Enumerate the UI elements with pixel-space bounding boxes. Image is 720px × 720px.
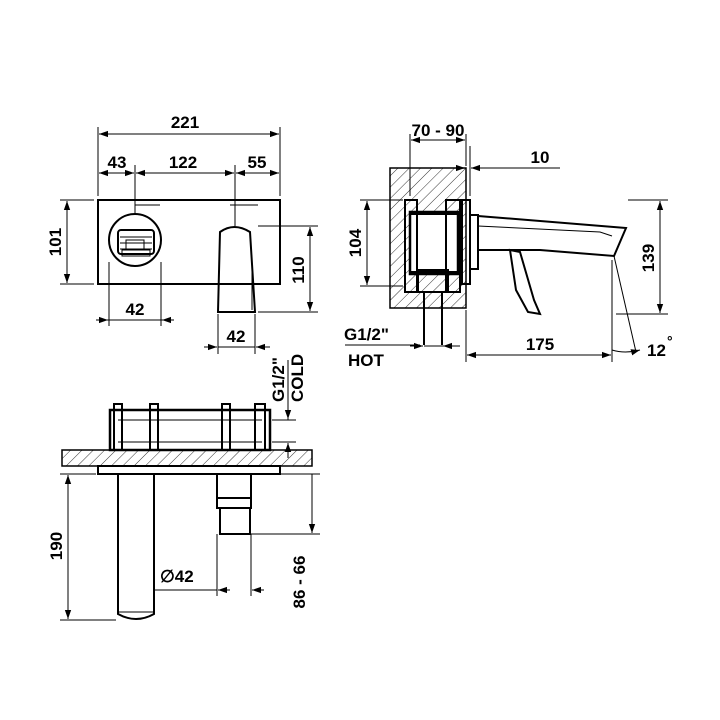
dim-lever-width: 42	[227, 327, 246, 346]
dim-center-distance: 122	[169, 153, 197, 172]
degree-symbol: °	[667, 333, 673, 349]
front-view: 221 43 122 55 101 110 42 42	[46, 113, 318, 354]
dim-mixer-diameter: 42	[126, 300, 145, 319]
plan-mixer	[216, 473, 252, 535]
dim-outlet-range: 86 - 66	[290, 556, 309, 609]
dim-wall-depth: 70 - 90	[412, 121, 465, 140]
front-wall-plate	[97, 199, 281, 285]
dim-body-height: 104	[346, 228, 365, 257]
dim-plate-height: 101	[46, 228, 65, 256]
plan-spout	[117, 473, 155, 620]
dim-plate-thickness: 10	[531, 148, 550, 167]
front-lever	[216, 226, 257, 313]
plan-wall	[61, 449, 313, 467]
plan-view: G1/2" COLD 190 ∅42 86 - 66	[47, 354, 320, 621]
dim-spout-projection: 175	[526, 335, 554, 354]
side-view: 70 - 90 10 104 139 175 12 ° G1/2" HOT	[344, 121, 673, 370]
dim-left-offset: 43	[108, 153, 127, 172]
hot-connection-size: G1/2"	[344, 325, 389, 344]
dim-lever-height: 110	[289, 256, 308, 283]
cold-label: COLD	[288, 354, 307, 402]
dim-overall-width: 221	[171, 113, 199, 132]
hot-label: HOT	[348, 351, 385, 370]
dim-spout-angle: 12	[647, 341, 666, 360]
dim-spout-length: 190	[47, 532, 66, 560]
side-spout	[477, 214, 628, 316]
dim-right-offset: 55	[248, 153, 267, 172]
cold-connection-size: G1/2"	[269, 357, 288, 402]
dim-spout-diameter: ∅42	[160, 567, 194, 586]
dim-spout-height: 139	[639, 244, 658, 272]
mixer-dial	[108, 213, 162, 267]
